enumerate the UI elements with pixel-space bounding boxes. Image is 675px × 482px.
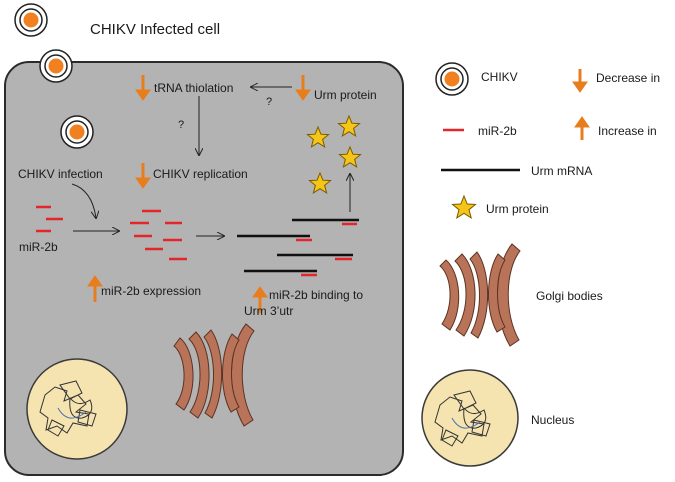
virus-icon: [60, 115, 94, 149]
legend-urm-mrna: Urm mRNA: [531, 164, 593, 178]
label-trna-thiolation: tRNA thiolation: [154, 81, 234, 95]
golgi-icon: [173, 323, 255, 427]
star-icon: [306, 125, 330, 149]
golgi-icon: [439, 243, 521, 347]
label-question-2: ?: [178, 119, 185, 131]
label-chikv-infection: CHIKV infection: [18, 167, 103, 181]
legend-chikv: CHIKV: [481, 70, 518, 84]
label-question-1: ?: [266, 96, 273, 108]
nucleus-icon: [26, 358, 128, 460]
virus-icon: [435, 62, 469, 96]
urm-protein-stars: [306, 114, 362, 195]
arrow-infection-to-mirna: [71, 183, 96, 218]
label-chikv-replication: CHIKV replication: [153, 167, 248, 181]
mirna-cluster-expanded: [130, 209, 187, 261]
legend-urm-protein: Urm protein: [486, 202, 549, 216]
mirna-cluster: [36, 205, 63, 233]
legend-increase: Increase in: [598, 124, 657, 138]
increase-arrow-icon: [87, 275, 103, 302]
legend-mir2b: miR-2b: [478, 124, 517, 138]
label-mir2b-expression: miR-2b expression: [101, 284, 202, 298]
increase-arrow-icon: [574, 116, 590, 140]
legend-golgi: Golgi bodies: [536, 289, 603, 303]
decrease-arrow-icon: [135, 75, 151, 101]
star-icon: [308, 171, 332, 195]
label-urm-protein: Urm protein: [314, 88, 377, 102]
label-binding-line2: Urm 3’utr: [244, 304, 294, 318]
nucleus-icon: [421, 369, 519, 467]
increase-arrow-icon: [252, 286, 268, 313]
decrease-arrow-icon: [572, 69, 588, 93]
legend-nucleus: Nucleus: [531, 413, 575, 427]
star-icon: [338, 145, 362, 169]
decrease-arrow-icon: [135, 163, 151, 189]
star-icon: [451, 194, 477, 220]
virus-icon: [14, 3, 48, 37]
virus-icon: [39, 49, 73, 83]
urm-mrna-complex: [237, 218, 359, 277]
label-binding-line1: miR-2b binding to: [269, 288, 364, 302]
label-mir2b: miR-2b: [19, 240, 58, 254]
legend-decrease: Decrease in: [596, 71, 661, 85]
star-icon: [337, 114, 361, 138]
diagram-title: CHIKV Infected cell: [90, 21, 221, 38]
decrease-arrow-icon: [295, 75, 311, 101]
